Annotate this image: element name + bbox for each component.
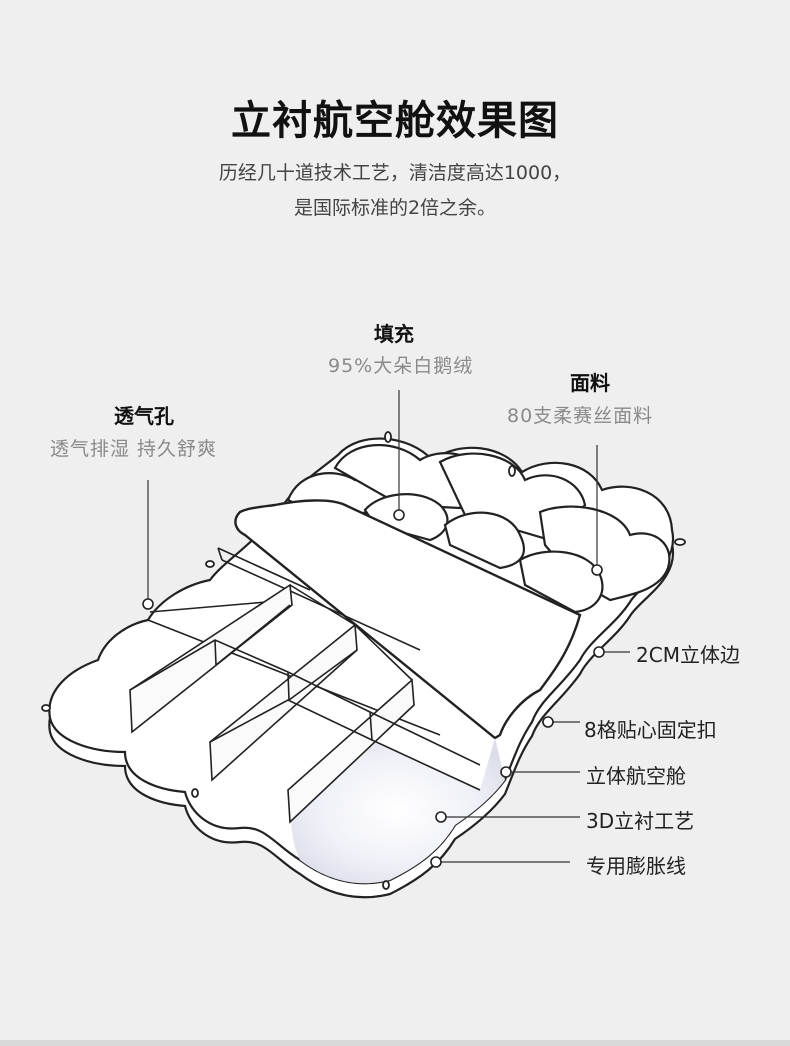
fill-label-title: 填充 bbox=[374, 322, 414, 346]
compartment-walls bbox=[129, 547, 481, 824]
pillow-puffs bbox=[286, 443, 671, 614]
fill-label-desc: 95%大朵白鹅绒 bbox=[328, 355, 474, 377]
pillow-cover-flap bbox=[234, 499, 582, 740]
fabric-label-desc: 80支柔赛丝面料 bbox=[507, 405, 654, 427]
label-air-cabin: 立体航空舱 bbox=[586, 764, 686, 788]
vent-label-title: 透气孔 bbox=[114, 404, 174, 428]
down-fill-area bbox=[290, 738, 505, 884]
label-3d-craft: 3D立衬工艺 bbox=[586, 809, 695, 833]
bottom-divider bbox=[0, 1040, 790, 1046]
callout-lines bbox=[147, 390, 630, 863]
label-2cm-edge: 2CM立体边 bbox=[636, 643, 740, 667]
page-title: 立衬航空舱效果图 bbox=[231, 98, 559, 144]
label-fixing-buckle: 8格贴心固定扣 bbox=[584, 718, 717, 742]
vent-label-desc: 透气排湿 持久舒爽 bbox=[50, 438, 218, 460]
fabric-label-title: 面料 bbox=[570, 371, 610, 395]
label-expansion-thread: 专用膨胀线 bbox=[586, 854, 686, 878]
subtitle-line-2: 是国际标准的2倍之余。 bbox=[293, 197, 497, 219]
callout-dots bbox=[142, 509, 605, 868]
subtitle-line-1: 历经几十道技术工艺，清洁度高达1000， bbox=[218, 162, 572, 184]
